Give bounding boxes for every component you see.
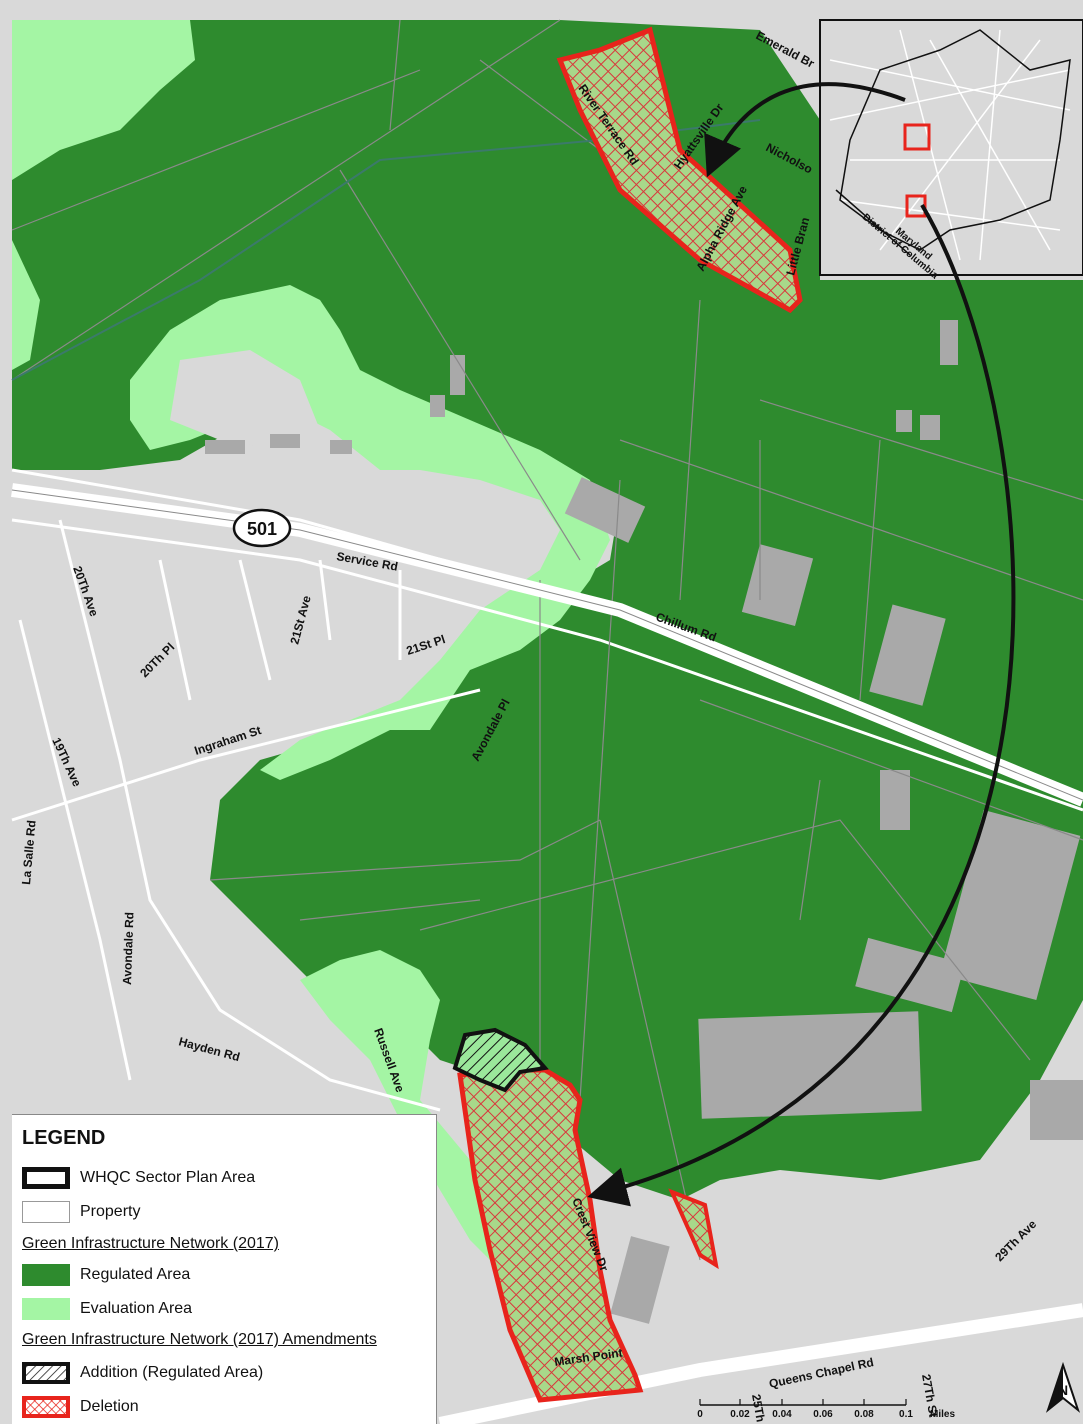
legend-item-property: Property xyxy=(22,1199,140,1225)
scale-tick-2: 0.04 xyxy=(772,1409,792,1420)
scale-unit: Miles xyxy=(930,1409,955,1420)
road-label-la-salle: La Salle Rd xyxy=(19,820,39,886)
legend-item-deletion: Deletion xyxy=(22,1394,139,1420)
evaluation-area-northwest xyxy=(12,20,195,180)
legend-label-regulated: Regulated Area xyxy=(80,1266,191,1283)
sector-plan-swatch xyxy=(22,1167,70,1189)
legend-item-regulated: Regulated Area xyxy=(22,1262,190,1288)
legend-item-addition: Addition (Regulated Area) xyxy=(22,1360,263,1386)
addition-area[interactable] xyxy=(452,1027,549,1093)
north-arrow-icon: N xyxy=(1045,1361,1081,1413)
inset-map: Maryland District of Columbia xyxy=(819,19,1083,282)
legend-item-evaluation: Evaluation Area xyxy=(22,1296,192,1322)
route-501-shield: 501 xyxy=(232,508,292,548)
legend-label-property: Property xyxy=(80,1203,141,1220)
legend-label-evaluation: Evaluation Area xyxy=(80,1300,193,1317)
legend-label-deletion: Deletion xyxy=(80,1398,139,1415)
property-lines xyxy=(11,19,1083,1261)
legend-header-amendments: Green Infrastructure Network (2017) Amen… xyxy=(22,1331,377,1348)
scale-tick-1: 0.02 xyxy=(730,1409,750,1420)
legend-panel: LEGEND WHQC Sector Plan Area Property Gr… xyxy=(12,1114,437,1424)
addition-swatch xyxy=(22,1362,70,1384)
deletion-area-small[interactable] xyxy=(668,1188,719,1270)
evaluation-area-south xyxy=(300,950,500,1260)
inset-locator-south xyxy=(905,194,927,218)
legend-title: LEGEND xyxy=(22,1127,106,1149)
inset-boundary xyxy=(839,29,1071,251)
deletion-area-north[interactable] xyxy=(556,26,803,314)
chillum-road xyxy=(11,483,1083,807)
legend-label-addition: Addition (Regulated Area) xyxy=(80,1364,264,1381)
road-label-avondale-rd: Avondale Rd xyxy=(120,912,137,985)
svg-text:501: 501 xyxy=(247,519,277,539)
legend-label-sector-plan: WHQC Sector Plan Area xyxy=(80,1169,256,1186)
scale-tick-3: 0.06 xyxy=(813,1409,833,1420)
arrow-to-south-area xyxy=(587,203,1016,1207)
legend-header-gi: Green Infrastructure Network (2017) xyxy=(22,1235,279,1252)
scale-bar: 0 0.02 0.04 0.06 0.08 0.1 Miles xyxy=(697,1399,955,1420)
arrow-to-north-area xyxy=(704,82,906,178)
deletion-swatch xyxy=(22,1396,70,1418)
evaluation-swatch xyxy=(22,1298,70,1320)
scale-tick-0: 0 xyxy=(697,1409,703,1420)
inset-locator-north xyxy=(903,123,931,151)
svg-text:N: N xyxy=(1058,1382,1068,1398)
scale-tick-4: 0.08 xyxy=(854,1409,874,1420)
regulated-swatch xyxy=(22,1264,70,1286)
evaluation-area-west xyxy=(12,240,40,370)
scale-tick-5: 0.1 xyxy=(899,1409,913,1420)
queens-chapel-road xyxy=(438,1303,1083,1424)
property-swatch xyxy=(22,1201,70,1223)
cleared-area xyxy=(170,350,320,450)
legend-item-sector-plan: WHQC Sector Plan Area xyxy=(22,1165,255,1191)
